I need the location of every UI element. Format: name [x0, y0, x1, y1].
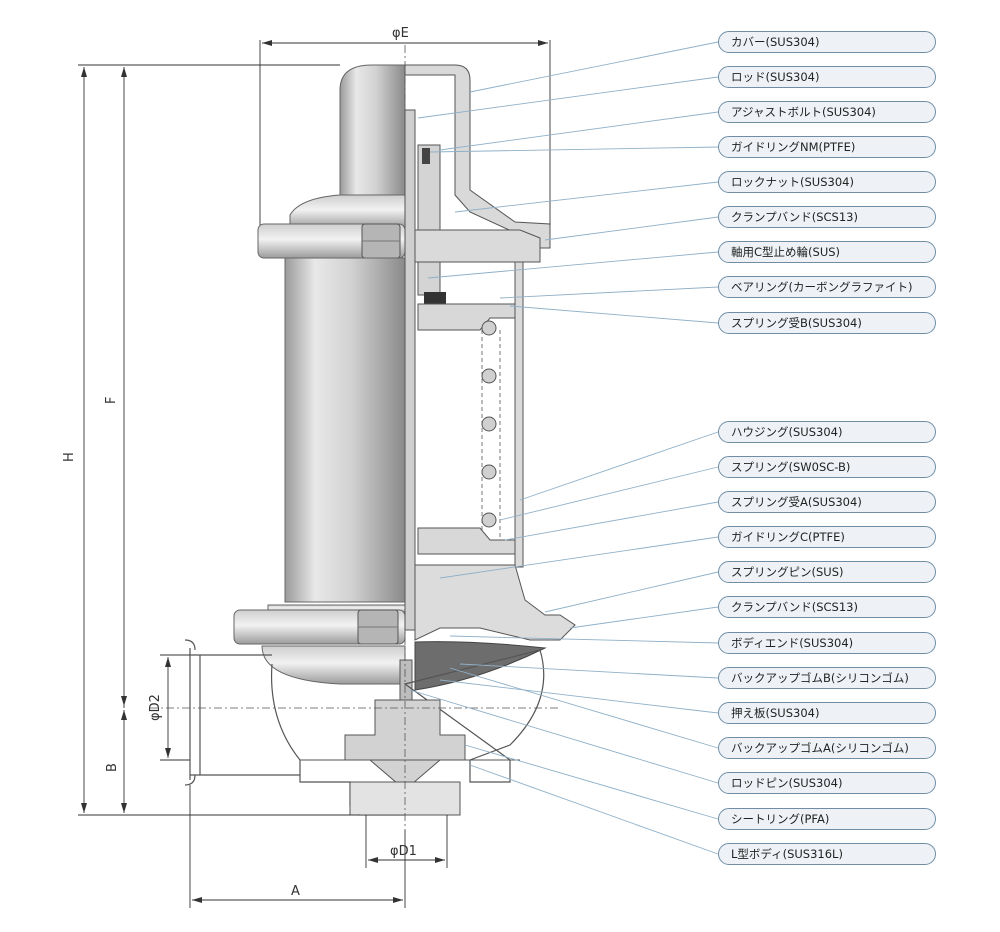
- spring-seat-a: [417, 527, 516, 555]
- callout-label: ハウジング(SUS304): [718, 421, 936, 443]
- leader-line: [544, 216, 719, 241]
- bearing-section: [424, 292, 446, 304]
- dimension-lines: [78, 40, 551, 908]
- callout-label: バックアップゴムB(シリコンゴム): [718, 667, 936, 689]
- callout-label: ベアリング(カーボングラファイト): [718, 276, 936, 298]
- leader-line: [439, 111, 719, 151]
- leader-line: [509, 305, 719, 324]
- leader-line: [429, 146, 719, 153]
- leader-line: [417, 76, 719, 119]
- callout-label: アジャストボルト(SUS304): [718, 101, 936, 123]
- callout-label: スプリング(SW0SC-B): [718, 456, 936, 478]
- dimension-arrows: [81, 40, 548, 903]
- callout-label: ロッド(SUS304): [718, 66, 936, 88]
- diaphragm-section: [414, 641, 547, 691]
- body-end-section: [414, 564, 576, 641]
- callout-label: スプリングピン(SUS): [718, 561, 936, 583]
- dim-b: B: [105, 763, 120, 772]
- leader-line: [454, 181, 719, 213]
- leader-line: [449, 667, 719, 749]
- housing-wall-section: [514, 261, 524, 568]
- dim-a: A: [291, 884, 300, 899]
- leader-line: [459, 663, 719, 679]
- leader-line: [499, 286, 719, 299]
- callout-label: クランプバンド(SCS13): [718, 206, 936, 228]
- leader-line: [499, 466, 719, 521]
- rod-section: [404, 109, 416, 631]
- leader-line: [469, 764, 719, 855]
- leader-line: [439, 536, 719, 579]
- leader-line: [544, 571, 719, 613]
- leader-lines: [409, 41, 719, 855]
- leader-line: [569, 606, 719, 629]
- housing-cylinder: [284, 257, 406, 603]
- leader-line: [439, 679, 719, 714]
- callout-label: L型ボディ(SUS316L): [718, 843, 936, 865]
- callout-label: 軸用C型止め輪(SUS): [718, 241, 936, 263]
- valve-exterior: [184, 64, 406, 816]
- dim-phi-d1: φD1: [390, 844, 417, 859]
- callout-label: クランプバンド(SCS13): [718, 596, 936, 618]
- leader-line: [519, 431, 719, 501]
- callout-label: ガイドリングC(PTFE): [718, 526, 936, 548]
- dim-h: H: [62, 452, 77, 462]
- callout-label: シートリング(PFA): [718, 808, 936, 830]
- callout-label: ロックナット(SUS304): [718, 171, 936, 193]
- dim-phi-e: φE: [392, 26, 409, 41]
- adjust-bolt-section: [417, 144, 441, 296]
- leader-line: [469, 41, 719, 93]
- callout-label: 押え板(SUS304): [718, 702, 936, 724]
- leader-line: [449, 635, 719, 644]
- leader-line: [427, 251, 719, 279]
- callout-label: ロッドピン(SUS304): [718, 772, 936, 794]
- spring-seat-b: [417, 303, 516, 331]
- dim-f: F: [104, 397, 119, 404]
- leader-line: [504, 501, 719, 541]
- callout-label: スプリング受A(SUS304): [718, 491, 936, 513]
- callout-label: バックアップゴムA(シリコンゴム): [718, 737, 936, 759]
- cover-section: [404, 64, 551, 249]
- callout-label: ガイドリングNM(PTFE): [718, 136, 936, 158]
- dim-phi-d2: φD2: [148, 694, 163, 721]
- callout-label: カバー(SUS304): [718, 31, 936, 53]
- callout-label: ボディエンド(SUS304): [718, 632, 936, 654]
- callout-label: スプリング受B(SUS304): [718, 312, 936, 334]
- leader-line: [464, 744, 719, 820]
- spring-coils: [481, 320, 501, 540]
- leader-line: [409, 689, 719, 784]
